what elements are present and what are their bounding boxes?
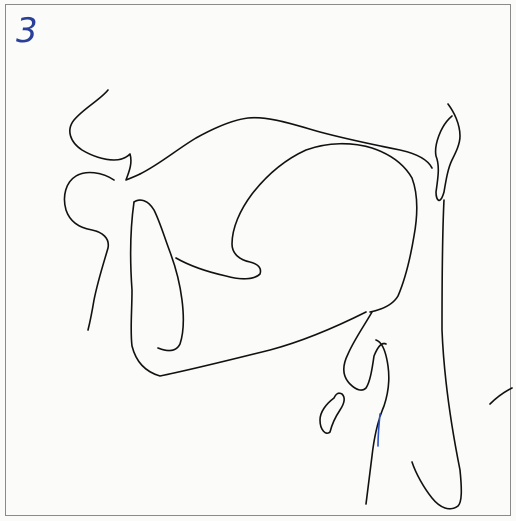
posterior-wall-line xyxy=(412,200,461,509)
edge-stroke xyxy=(490,388,512,404)
palate-outline xyxy=(140,118,432,174)
hyoid-outline xyxy=(320,393,344,433)
pharyngeal-wall-outline xyxy=(436,104,460,200)
lower-lip-outline xyxy=(64,173,114,330)
lower-incisor-outline xyxy=(134,200,183,351)
upper-lip-outline xyxy=(70,90,140,180)
larynx-outline xyxy=(366,340,389,504)
tongue-outline xyxy=(176,144,417,312)
epiglottis-outline xyxy=(344,312,386,390)
blue-accent-mark xyxy=(378,414,380,446)
